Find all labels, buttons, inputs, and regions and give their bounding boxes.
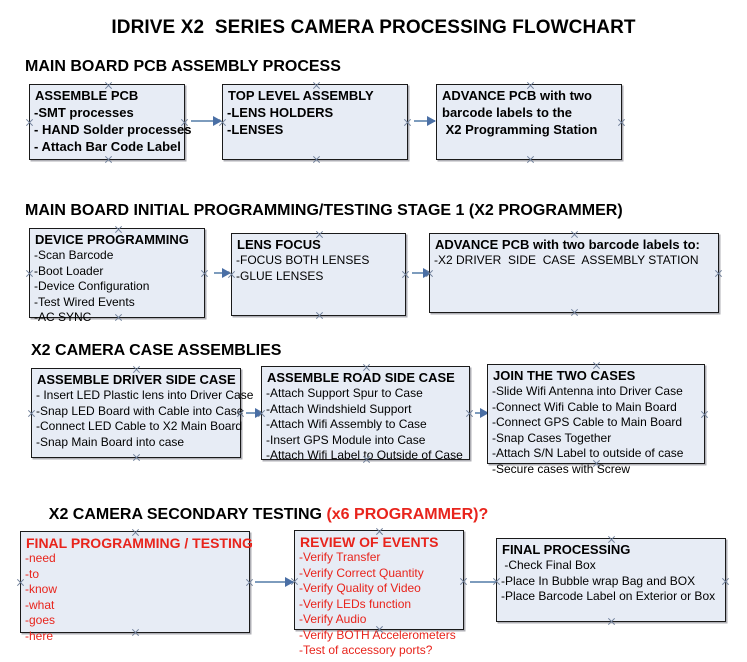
node-line: -Slide Wifi Antenna into Driver Case bbox=[492, 384, 683, 398]
node-title: ASSEMBLE PCB bbox=[35, 88, 139, 103]
node-line: -Connect LED Cable to X2 Main Board bbox=[36, 419, 243, 433]
node-line: - Insert LED Plastic lens into Driver Ca… bbox=[36, 388, 254, 402]
node-assemble-driver-side-case[interactable]: ASSEMBLE DRIVER SIDE CASE - Insert LED P… bbox=[31, 368, 254, 458]
connector-handle-bottom bbox=[315, 311, 324, 320]
node-device-programming[interactable]: DEVICE PROGRAMMING -Scan Barcode -Boot L… bbox=[29, 228, 205, 324]
node-line: -Connect Wifi Cable to Main Board bbox=[492, 399, 677, 414]
node-line: -Verify Correct Quantity bbox=[299, 565, 424, 580]
node-title: ASSEMBLE DRIVER SIDE CASE bbox=[37, 372, 236, 387]
node-line: - HAND Solder processes bbox=[34, 122, 192, 137]
arrow-driver-case-to-road-case bbox=[246, 408, 264, 418]
node-line: -to bbox=[25, 566, 40, 581]
node-title: ASSEMBLE ROAD SIDE CASE bbox=[267, 370, 455, 385]
node-line: -SMT processes bbox=[34, 105, 134, 120]
node-line: -Attach Windshield Support bbox=[266, 401, 412, 416]
arrow-road-case-to-join bbox=[475, 408, 489, 418]
node-line: -Verify BOTH Accelerometers bbox=[299, 627, 456, 642]
node-line: -Snap LED Board with Cable into Case bbox=[36, 403, 244, 418]
node-top-level-assembly[interactable]: TOP LEVEL ASSEMBLY -LENS HOLDERS -LENSES bbox=[222, 84, 408, 160]
node-title: FINAL PROGRAMMING / TESTING bbox=[26, 535, 253, 551]
node-assemble-pcb[interactable]: ASSEMBLE PCB -SMT processes - HAND Solde… bbox=[29, 84, 192, 160]
node-final-processing[interactable]: FINAL PROCESSING -Check Final Box -Place… bbox=[496, 538, 726, 622]
connector-handle-bottom bbox=[607, 617, 616, 626]
section-heading-4-accent: (x6 PROGRAMMER)? bbox=[326, 506, 489, 523]
node-join-the-two-cases[interactable]: JOIN THE TWO CASES -Slide Wifi Antenna i… bbox=[487, 364, 705, 476]
node-final-programming-testing[interactable]: FINAL PROGRAMMING / TESTING -need -to -k… bbox=[20, 531, 253, 643]
section-heading-4-text: X2 CAMERA SECONDARY TESTING bbox=[48, 506, 327, 523]
node-line: -Verify Transfer bbox=[299, 550, 381, 564]
node-line: -here bbox=[25, 628, 54, 643]
connector-handle-bottom bbox=[570, 308, 579, 317]
node-line: X2 Programming Station bbox=[442, 122, 598, 137]
node-title: ADVANCE PCB with two bbox=[442, 88, 592, 103]
node-review-of-events[interactable]: REVIEW OF EVENTS -Verify Transfer -Verif… bbox=[294, 530, 464, 657]
node-line: -Insert GPS Module into Case bbox=[266, 432, 426, 447]
node-line: -Test Wired Events bbox=[34, 294, 135, 309]
connector-handle-right bbox=[714, 269, 723, 278]
node-line: -Scan Barcode bbox=[34, 248, 114, 262]
node-line: -Check Final Box bbox=[501, 558, 596, 572]
node-line: -Verify Quality of Video bbox=[299, 581, 421, 595]
node-line: - Attach Bar Code Label bbox=[34, 139, 181, 154]
node-line: -Attach S/N Label to outside of case bbox=[492, 446, 684, 460]
node-line: -know bbox=[25, 582, 58, 596]
node-line: -GLUE LENSES bbox=[236, 268, 324, 283]
node-line: -AC SYNC bbox=[34, 310, 92, 324]
arrow-lens-focus-to-advance bbox=[412, 268, 432, 278]
node-title: JOIN THE TWO CASES bbox=[493, 368, 636, 383]
node-assemble-road-side-case[interactable]: ASSEMBLE ROAD SIDE CASE -Attach Support … bbox=[261, 366, 470, 462]
node-line: -Boot Loader bbox=[34, 263, 104, 278]
node-advance-pcb-programming-station[interactable]: ADVANCE PCB with two barcode labels to t… bbox=[436, 84, 622, 160]
node-line: -Snap Main Board into case bbox=[36, 434, 185, 449]
node-line: -goes bbox=[25, 613, 56, 627]
connector-handle-bottom bbox=[312, 155, 321, 164]
node-line: -Verify Audio bbox=[299, 612, 367, 626]
node-line: -what bbox=[25, 597, 55, 612]
section-heading-2: MAIN BOARD INITIAL PROGRAMMING/TESTING S… bbox=[25, 202, 623, 219]
arrow-pcb-to-top-level bbox=[191, 116, 222, 126]
connector-handle-bottom bbox=[132, 453, 141, 462]
node-line: -LENSES bbox=[227, 122, 284, 137]
node-line: -need bbox=[25, 551, 56, 565]
node-line: -Secure cases with Screw bbox=[492, 461, 631, 476]
node-title: LENS FOCUS bbox=[237, 237, 321, 252]
node-line: -FOCUS BOTH LENSES bbox=[236, 253, 370, 267]
node-line-overflow: -Test of accessory ports? bbox=[299, 643, 433, 657]
node-title: REVIEW OF EVENTS bbox=[300, 534, 439, 550]
node-line: -Place In Bubble wrap Bag and BOX bbox=[501, 573, 696, 588]
node-line: -Device Configuration bbox=[34, 279, 150, 293]
node-lens-focus[interactable]: LENS FOCUS -FOCUS BOTH LENSES -GLUE LENS… bbox=[231, 233, 406, 316]
node-line: -LENS HOLDERS bbox=[227, 105, 334, 120]
node-line: -Connect GPS Cable to Main Board bbox=[492, 415, 683, 429]
arrow-top-level-to-advance bbox=[414, 116, 436, 126]
node-line: -X2 DRIVER SIDE CASE ASSEMBLY STATION bbox=[434, 253, 699, 267]
connector-handle-bottom bbox=[526, 155, 535, 164]
node-title: DEVICE PROGRAMMING bbox=[35, 232, 189, 247]
node-line: -Place Barcode Label on Exterior or Box bbox=[501, 589, 716, 603]
section-heading-3: X2 CAMERA CASE ASSEMBLIES bbox=[31, 342, 282, 359]
connector-handle-bottom bbox=[104, 155, 113, 164]
arrow-device-to-lens-focus bbox=[214, 268, 231, 278]
node-line: -Snap Cases Together bbox=[492, 430, 612, 445]
section-heading-1: MAIN BOARD PCB ASSEMBLY PROCESS bbox=[25, 58, 341, 75]
node-line: -Attach Wifi Assembly to Case bbox=[266, 417, 427, 431]
node-title: FINAL PROCESSING bbox=[502, 542, 631, 557]
node-line: barcode labels to the bbox=[442, 105, 573, 120]
node-title: TOP LEVEL ASSEMBLY bbox=[228, 88, 374, 103]
section-heading-4: X2 CAMERA SECONDARY TESTING (x6 PROGRAMM… bbox=[31, 488, 488, 542]
node-title: ADVANCE PCB with two barcode labels to: bbox=[435, 237, 700, 252]
arrow-final-programming-to-review bbox=[255, 577, 294, 587]
node-line: -Attach Wifi Label to Outside of Case bbox=[266, 448, 463, 462]
node-line: -Attach Support Spur to Case bbox=[266, 386, 423, 400]
node-advance-pcb-driver-side[interactable]: ADVANCE PCB with two barcode labels to: … bbox=[429, 233, 719, 313]
node-line: -Verify LEDs function bbox=[299, 596, 412, 611]
page-title: IDRIVE X2 SERIES CAMERA PROCESSING FLOWC… bbox=[111, 17, 636, 38]
